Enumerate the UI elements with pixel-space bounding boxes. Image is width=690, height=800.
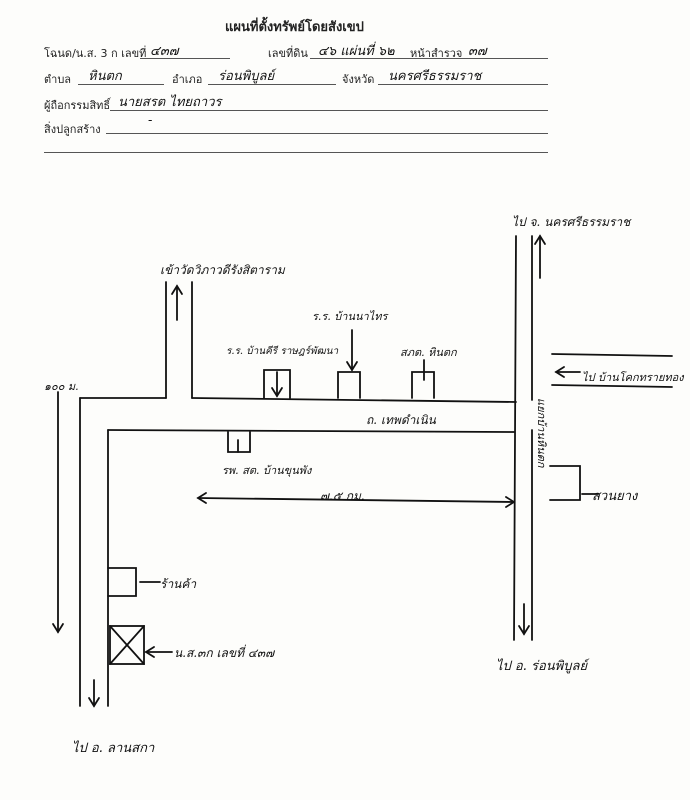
label-road-name: ถ. เทพดำเนิน: [366, 413, 437, 427]
province-label: จังหวัด: [342, 73, 375, 86]
arrow-to-school-head: [346, 361, 358, 372]
land-number: ๔๖ แผ่นที่ ๖๒: [318, 44, 395, 59]
rubber-field-box: [549, 465, 581, 501]
school-ban-mon-box: [263, 369, 291, 399]
label-to-lan-saka: ไป อ. ลานสกา: [72, 740, 155, 756]
deed-underline: [140, 58, 230, 59]
label-school-ban-na-thai: ร.ร. บ้านนาไทร: [312, 310, 389, 323]
label-main-road: แยกบ้านหินตก: [535, 398, 548, 469]
label-hospital: รพ. สต. บ้านขุนพัง: [222, 464, 313, 477]
arrow-distance-75: [197, 497, 515, 503]
road-lower-edge: [107, 429, 515, 433]
arrow-to-ban-khok-head: [554, 366, 565, 378]
arrow-to-plot-head: [144, 646, 155, 658]
label-distance-75: ๗.๕ กม.: [320, 489, 365, 503]
main-road-left-edge: [513, 235, 517, 641]
district-underline: [208, 84, 336, 85]
school-ban-na-thai-box: [337, 371, 361, 399]
province-underline: [378, 84, 548, 85]
label-temple: เข้าวัดวิภาวดีรังสิตาราม: [160, 263, 286, 277]
district-value: ร่อนพิบูลย์: [218, 69, 275, 84]
label-distance-100: ๑๐๐ ม.: [44, 380, 79, 393]
subdistrict-underline: [78, 84, 164, 85]
land-number-label: เลขที่ดิน: [268, 47, 308, 60]
building-label: สิ่งปลูกสร้าง: [44, 123, 101, 136]
subdistrict-label: ตำบล: [44, 73, 72, 86]
owner-underline: [110, 110, 548, 111]
plot-cross-b: [109, 625, 145, 665]
shop-box: [107, 567, 137, 597]
arrow-distance-75-head-right: [505, 496, 516, 508]
road-upper-edge: [191, 397, 517, 403]
side-road-upper-edge: [551, 353, 673, 357]
label-to-ban-khok: ไป บ้านโคกทรายทอง: [582, 371, 685, 384]
police-box: [411, 371, 435, 399]
label-school-ban-mon: ร.ร. บ้านคีรี ราษฎร์พัฒนา: [226, 345, 338, 357]
label-shop: ร้านค้า: [160, 577, 197, 591]
subject-plot-box: [109, 625, 145, 665]
label-to-city: ไป จ. นครศรีธรรมราช: [512, 215, 632, 229]
owner-value: นายสรต ไทยถาวร: [118, 95, 222, 110]
arrow-distance-100-head: [52, 623, 64, 634]
building-value: -: [148, 113, 153, 128]
arrow-to-lan-saka-head: [88, 697, 100, 708]
label-subject-plot: น.ส.๓ก เลขที่ ๔๓๗: [174, 644, 275, 660]
building-underline: [106, 133, 548, 134]
blank-line: [44, 152, 548, 153]
arrow-to-city-head: [534, 234, 546, 245]
subdistrict-value: หินตก: [88, 69, 122, 84]
arrow-distance-75-head-left: [196, 492, 207, 504]
hospital-box: [227, 431, 251, 453]
deed-number: ๔๓๗: [150, 44, 179, 59]
arrow-to-temple-head: [171, 284, 183, 295]
district-label: อำเภอ: [172, 73, 203, 86]
label-police: สภต. หินตก: [400, 346, 458, 359]
label-rubber-field: สวนยาง: [592, 489, 639, 504]
side-road-lower-edge: [551, 384, 673, 388]
page-label: หน้าสำรวจ: [410, 47, 463, 60]
document-title: แผนที่ตั้งทรัพย์โดยสังเขป: [225, 20, 364, 35]
deed-label: โฉนด/น.ส. 3 ก เลขที่: [44, 47, 147, 60]
province-value: นครศรีธรรมราช: [388, 69, 482, 84]
owner-label: ผู้ถือกรรมสิทธิ์: [44, 99, 111, 112]
arrow-to-ron-head: [518, 625, 530, 636]
arrow-to-ban-mon-head: [271, 387, 283, 398]
land-underline: [310, 58, 548, 59]
page-number: ๓๗: [468, 44, 487, 59]
label-to-ron: ไป อ. ร่อนพิบูลย์: [496, 658, 590, 674]
